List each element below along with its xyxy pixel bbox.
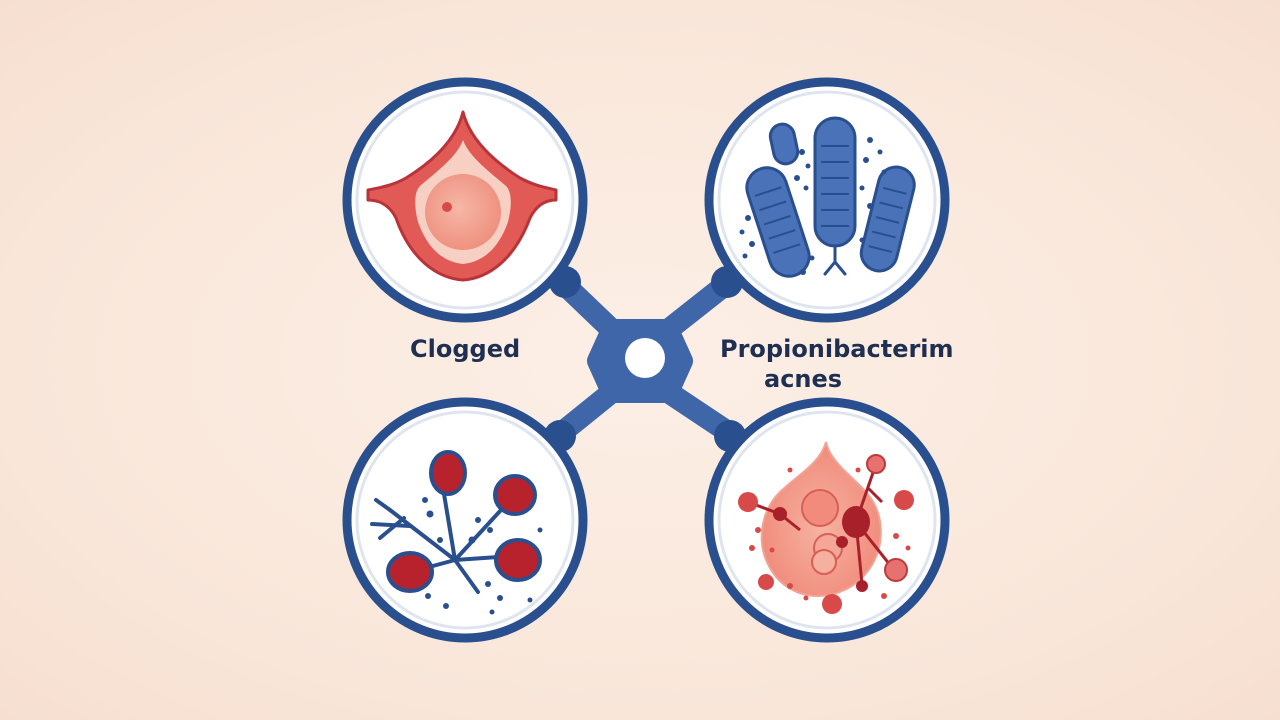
connector-hub	[544, 266, 746, 452]
label-bacteria: Propionibacterim acnes	[720, 334, 954, 394]
immune-cells-icon	[370, 450, 543, 615]
inflamed-pimple-icon	[738, 441, 914, 614]
node-bacteria	[704, 77, 950, 323]
node-immune	[342, 397, 588, 643]
label-bacteria-line1: Propionibacterim	[720, 335, 954, 363]
label-clogged: Clogged	[410, 335, 521, 363]
hub-center-dot	[625, 338, 665, 378]
rod-bacteria-icon	[739, 116, 916, 278]
clogged-pore-icon	[366, 110, 558, 282]
node-inflammation	[704, 397, 950, 643]
label-bacteria-line2: acnes	[764, 365, 843, 393]
node-clogged	[342, 77, 588, 323]
